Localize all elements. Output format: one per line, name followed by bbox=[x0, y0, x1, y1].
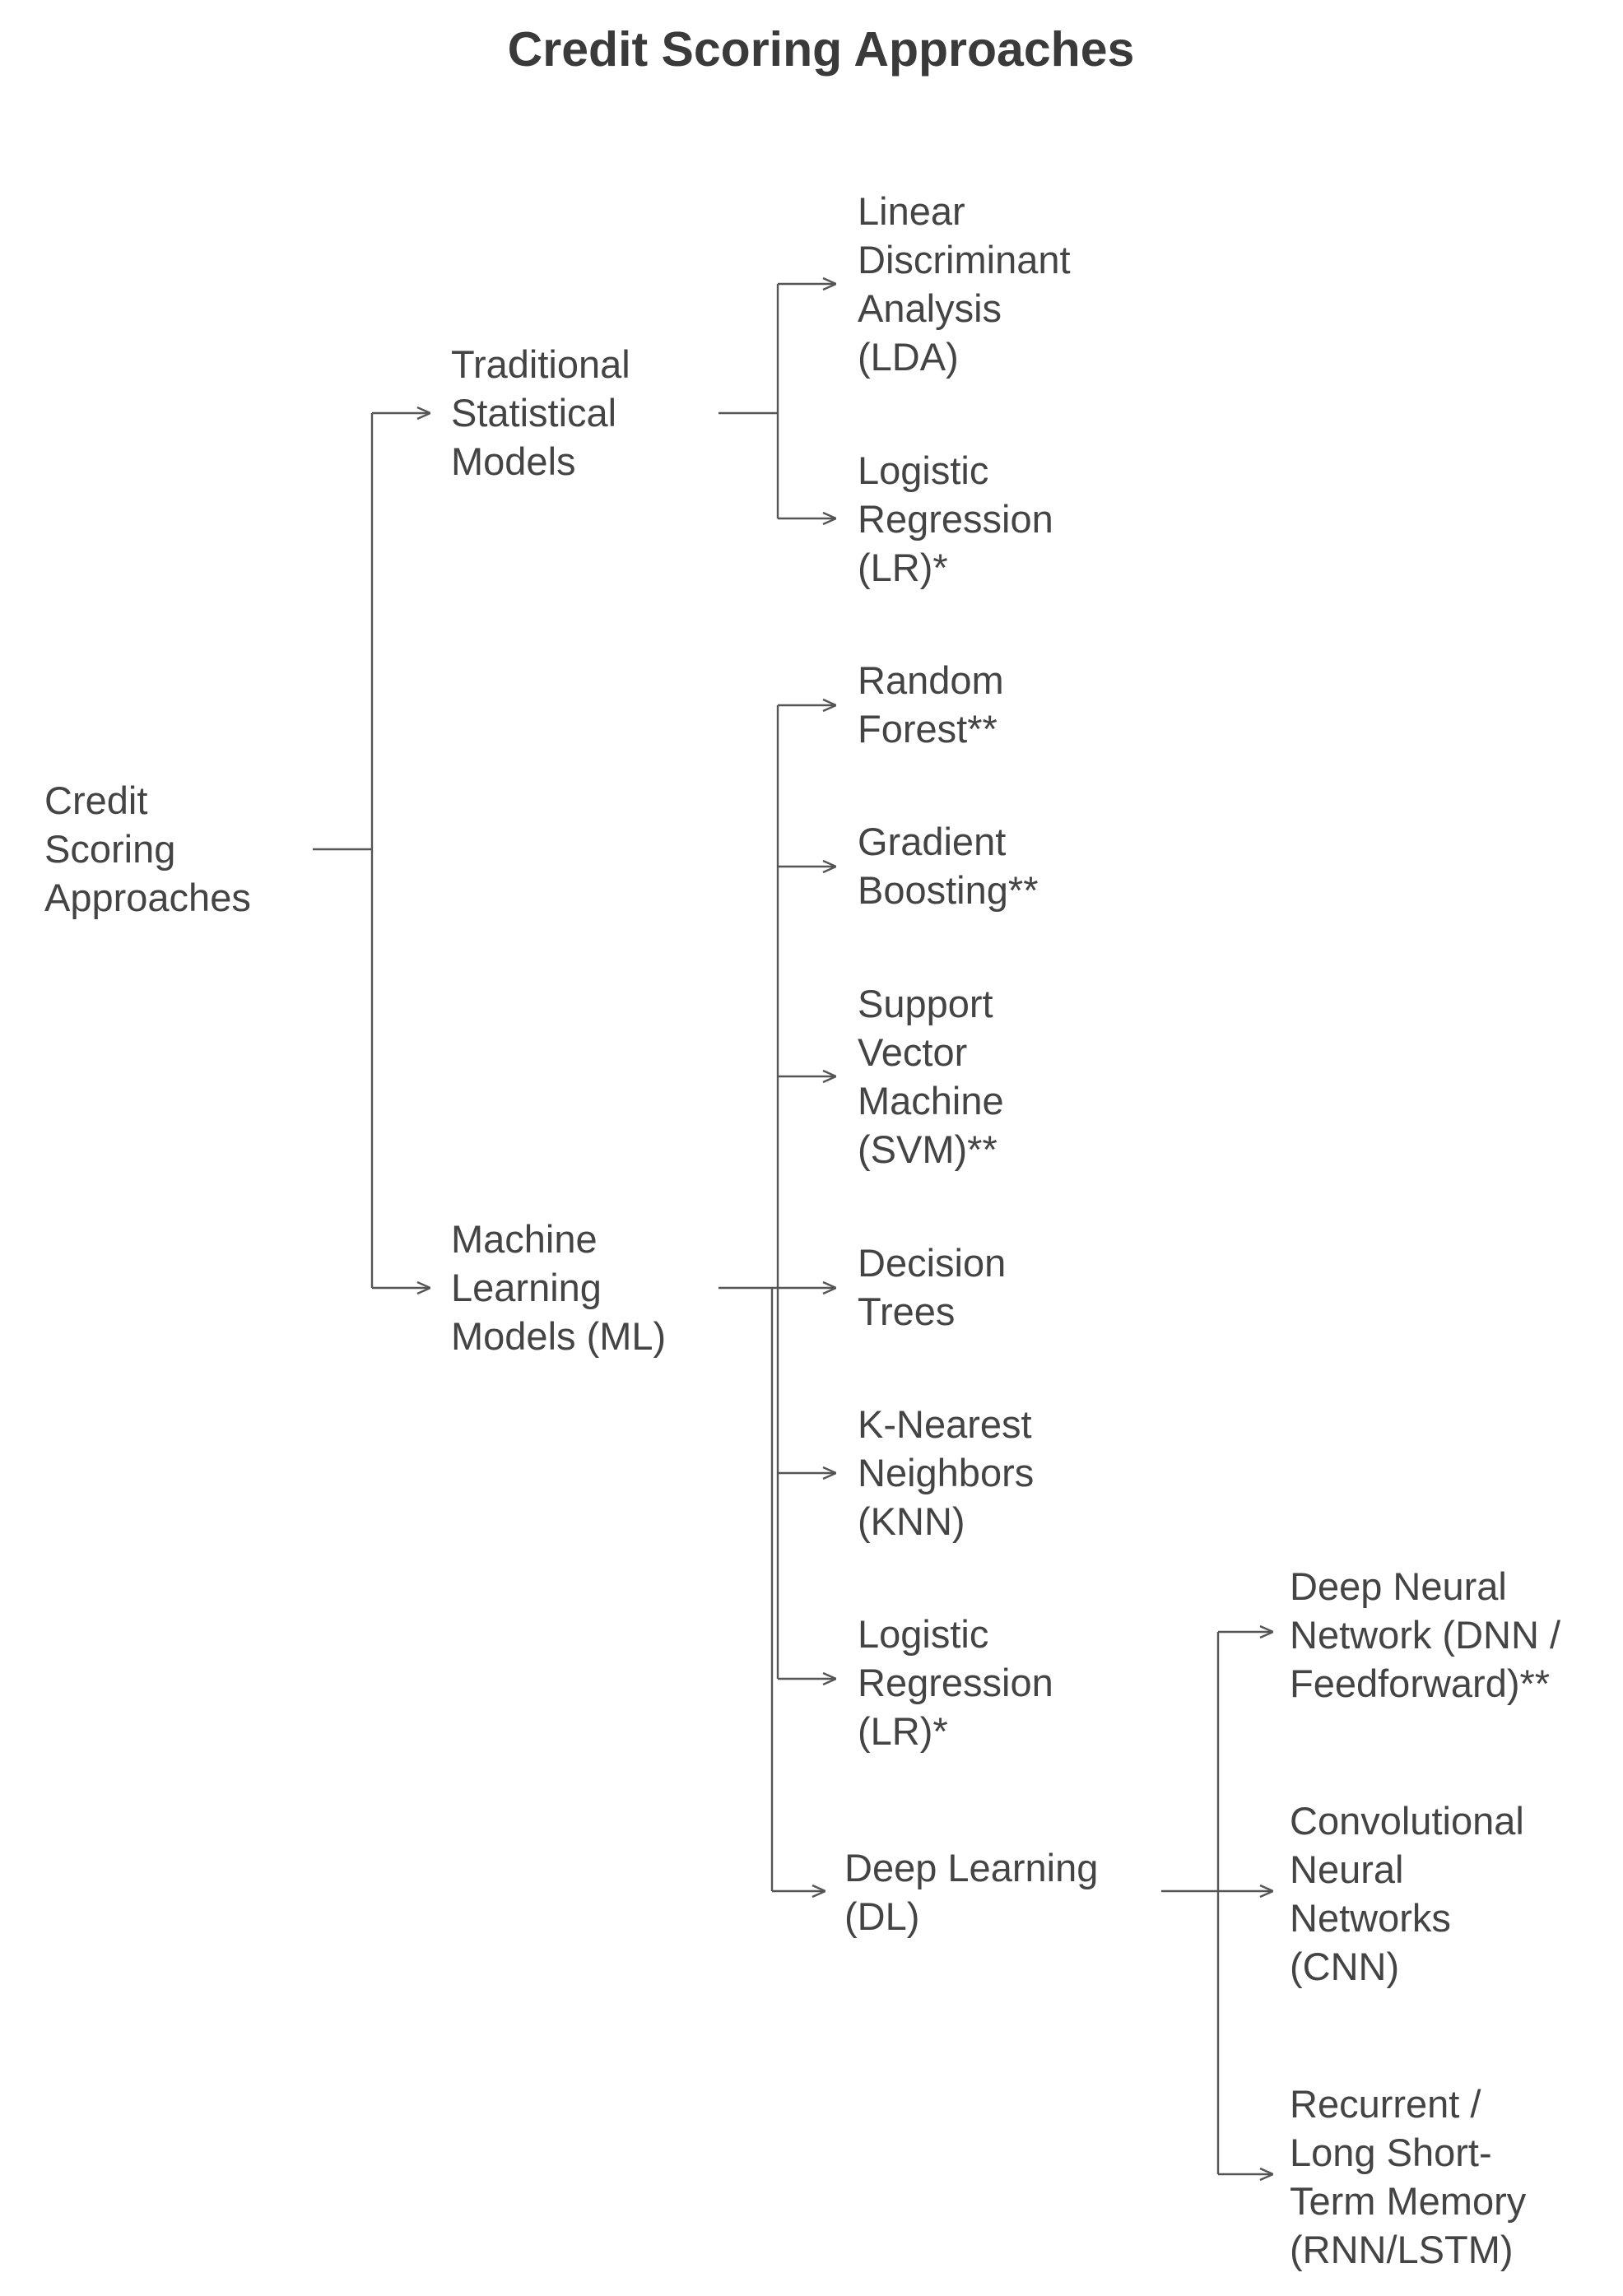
node-knn: K-Nearest Neighbors (KNN) bbox=[858, 1402, 1035, 1543]
node-gradient-boosting: Gradient Boosting** bbox=[858, 820, 1039, 912]
diagram-title: Credit Scoring Approaches bbox=[507, 22, 1135, 77]
node-svm: Support Vector Machine (SVM)** bbox=[858, 982, 1004, 1171]
node-dnn-feedforward: Deep Neural Network (DNN / Feedforward)*… bbox=[1290, 1564, 1561, 1705]
node-root-credit-scoring-approaches: Credit Scoring Approaches bbox=[44, 779, 251, 919]
node-random-forest: Random Forest** bbox=[858, 658, 1004, 751]
node-deep-learning: Deep Learning (DL) bbox=[844, 1846, 1099, 1938]
node-machine-learning-models: Machine Learning Models (ML) bbox=[451, 1217, 667, 1358]
node-logistic-regression-traditional: Logistic Regression (LR)* bbox=[858, 449, 1053, 589]
node-decision-trees: Decision Trees bbox=[858, 1241, 1007, 1333]
node-rnn-lstm: Recurrent / Long Short- Term Memory (RNN… bbox=[1290, 2082, 1527, 2271]
node-lda: Linear Discriminant Analysis (LDA) bbox=[858, 189, 1071, 379]
node-traditional-statistical-models: Traditional Statistical Models bbox=[451, 342, 630, 483]
node-cnn: Convolutional Neural Networks (CNN) bbox=[1290, 1799, 1524, 1988]
node-logistic-regression-ml: Logistic Regression (LR)* bbox=[858, 1612, 1053, 1753]
